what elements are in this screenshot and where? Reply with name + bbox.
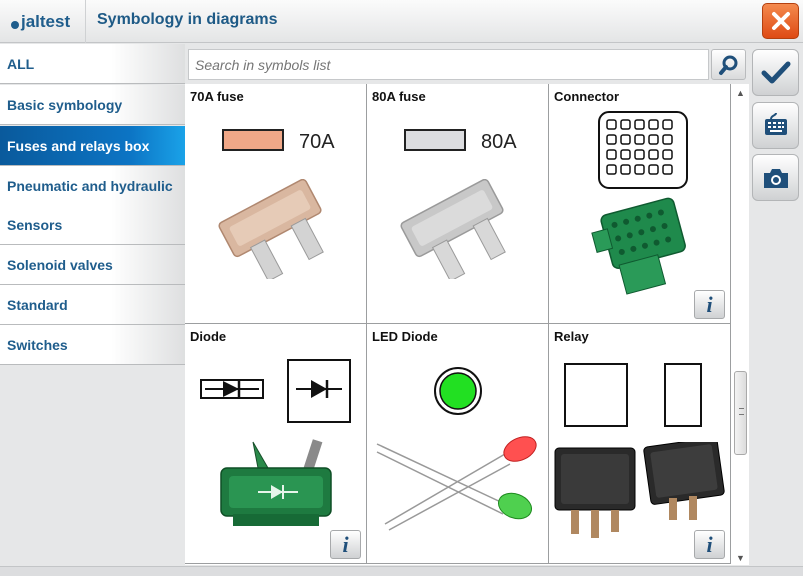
category-sidebar: ALL Basic symbology Fuses and relays box…: [0, 44, 185, 576]
symbol-card-70a-fuse[interactable]: 70A fuse 70A: [185, 84, 367, 324]
sidebar-item-pneumatic-and-hydraulic[interactable]: Pneumatic and hydraulic: [0, 166, 185, 206]
logo-dot-icon: [11, 20, 19, 29]
close-button[interactable]: [762, 3, 799, 39]
logo-text: jaltest: [21, 11, 71, 31]
relay-photo: [554, 442, 725, 538]
led-components-photo: [376, 436, 537, 531]
symbol-title: Diode: [190, 329, 227, 344]
bottom-status-bar: [0, 566, 803, 576]
scroll-up-arrow-icon[interactable]: ▲: [736, 88, 745, 98]
checkmark-icon: [761, 61, 790, 83]
info-button[interactable]: i: [694, 290, 725, 319]
connector-symbol-icon: [598, 111, 688, 189]
symbol-title: Connector: [554, 89, 619, 104]
scroll-down-arrow-icon[interactable]: ▼: [736, 553, 745, 563]
sidebar-item-all[interactable]: ALL: [0, 44, 185, 84]
close-x-icon: [771, 12, 790, 30]
sidebar-item-standard[interactable]: Standard: [0, 285, 185, 325]
symbol-card-relay[interactable]: Relay i: [549, 324, 731, 564]
keyboard-icon: [764, 112, 787, 135]
fuse-symbol-icon: 70A: [222, 129, 335, 153]
symbol-title: Relay: [554, 329, 589, 344]
relay-rect-symbol-icon: [664, 363, 702, 427]
scroll-grip-icon: [739, 408, 744, 415]
sidebar-item-basic-symbology[interactable]: Basic symbology: [0, 85, 185, 125]
sidebar-item-fuses-and-relays-box[interactable]: Fuses and relays box: [0, 126, 185, 166]
search-button[interactable]: [711, 49, 746, 80]
jaltest-logo: jaltest: [0, 0, 86, 43]
page-title: Symbology in diagrams: [97, 11, 278, 28]
confirm-button[interactable]: [752, 49, 799, 96]
symbol-card-led-diode[interactable]: LED Diode: [367, 324, 549, 564]
symbol-title: 70A fuse: [190, 89, 244, 104]
search-input[interactable]: [188, 49, 709, 80]
symbol-card-connector[interactable]: Connector i: [549, 84, 731, 324]
camera-icon: [763, 168, 788, 188]
app-header: jaltest Symbology in diagrams: [0, 0, 803, 43]
keyboard-button[interactable]: [752, 102, 799, 149]
fuse-symbol-icon: 80A: [404, 129, 517, 153]
symbol-title: LED Diode: [372, 329, 438, 344]
symbol-card-diode[interactable]: Diode i: [185, 324, 367, 564]
info-button[interactable]: i: [694, 530, 725, 559]
diode-symbol-box-icon: [287, 359, 351, 423]
blade-fuse-photo: [400, 179, 506, 279]
sidebar-item-sensors[interactable]: Sensors: [0, 205, 185, 245]
info-button[interactable]: i: [330, 530, 361, 559]
diode-module-photo: [220, 439, 332, 526]
sidebar-item-solenoid-valves[interactable]: Solenoid valves: [0, 245, 185, 285]
camera-button[interactable]: [752, 154, 799, 201]
led-symbol-icon: [434, 367, 482, 415]
scroll-thumb[interactable]: [734, 371, 747, 455]
symbol-label: 70A: [299, 131, 335, 153]
blade-fuse-photo: [218, 179, 324, 279]
symbols-grid: 70A fuse 70A 80A fuse 80A: [185, 84, 733, 565]
relay-square-symbol-icon: [564, 363, 628, 427]
symbols-scrollbar[interactable]: ▲ ▼: [733, 84, 749, 565]
symbol-card-80a-fuse[interactable]: 80A fuse 80A: [367, 84, 549, 324]
symbol-title: 80A fuse: [372, 89, 426, 104]
diode-symbol-icon: [200, 379, 264, 399]
symbol-label: 80A: [481, 131, 517, 153]
sidebar-item-switches[interactable]: Switches: [0, 325, 185, 365]
magnifier-icon: [718, 55, 737, 75]
connector-photo: [591, 197, 686, 295]
